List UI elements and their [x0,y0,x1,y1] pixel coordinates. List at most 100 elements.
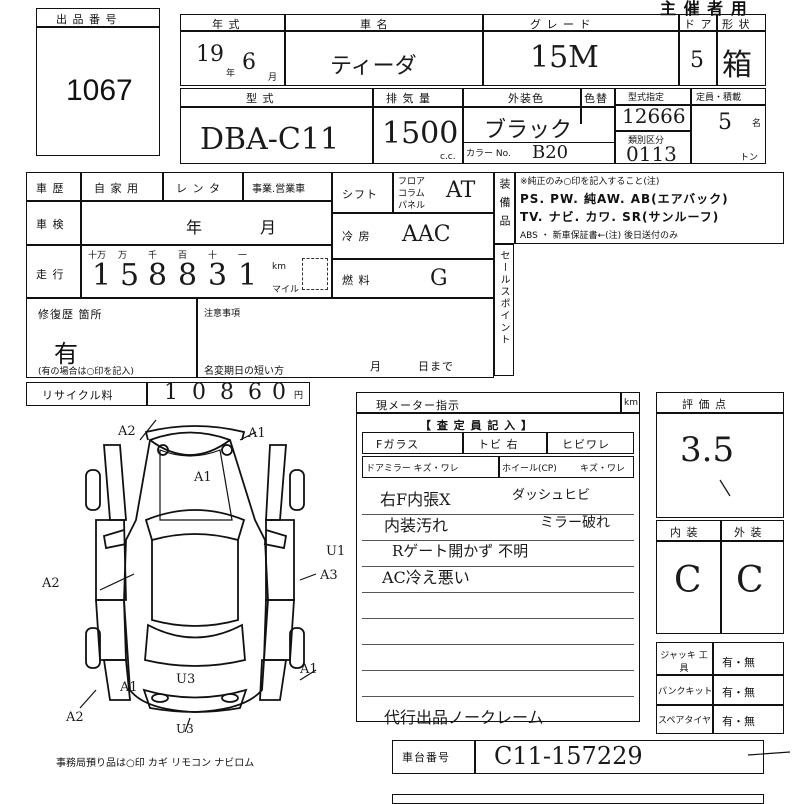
shape-value: 箱 [722,48,752,83]
diagram-caption: 事務局預り品は○印 カギ リモコン ナビロム [56,758,255,769]
chassis-block [392,740,764,774]
inspector-block [356,392,640,722]
lot-number: 1067 [66,74,133,107]
cc-unit: c.c. [440,152,456,162]
notes-day: 日まで [418,360,454,373]
recycle-digit: 6 [248,380,262,405]
accessory-label: スペアタイヤ [658,716,712,726]
color-value: ブラック [484,118,573,143]
capacity-value: 5 [718,110,732,135]
top-right-label: 主 催 者 用 [660,0,748,18]
lot-box [36,8,160,156]
fglass-mark: トビ 右 [478,438,519,451]
history-block [26,172,332,298]
accessory-label: ジャッキ 工具 [660,651,708,674]
damage-mark: A2 [66,710,84,725]
inspector-note: 内装汚れ [384,516,449,535]
grade-value: 15M [530,40,599,75]
digit-label: 百 [178,251,188,261]
color-change-label: 色替 [584,92,608,105]
damage-mark: A1 [120,680,138,695]
inspector-row1 [362,432,634,454]
fuel-value: G [430,266,448,291]
sales-point-label: セールスポイント [498,250,509,346]
inspection-year-unit: 年 [186,218,204,237]
specs-block [332,172,494,298]
history-opt-rental: レ ン タ [176,182,221,195]
inspector-note: ダッシュヒビ [512,488,591,503]
equipment-block [494,172,784,244]
mirror-label: ドアミラー キズ・ワレ [366,464,459,474]
accessory-label: パンクキット [658,687,713,697]
score-value: 3.5 [680,430,735,470]
equipment-line4: ABS ・ 新車保証書←(注) 後日送付のみ [520,231,679,241]
mileage-digit: 8 [148,258,168,293]
inspector-note: AC冷え悪い [382,568,470,587]
repair-note: (有の場合は○印を記入) [38,367,134,377]
year-value: 19 [196,42,224,67]
digit-label: 千 [148,251,158,261]
shift-label: シフト [342,188,378,201]
notes-month: 月 [370,360,382,373]
year-label: 年 式 [212,18,241,31]
color-no-value: B20 [532,142,569,163]
model-label: 型 式 [246,92,275,105]
recycle-label: リサイクル料 [42,389,114,402]
shift-value: AT [446,178,476,203]
mile-label: マイル [272,285,300,295]
repair-block [26,298,494,378]
category-value: 0113 [626,142,677,166]
fglass-label: Fガラス [376,438,420,451]
damage-mark: A2 [118,424,136,439]
recycle-digits: 1 0 8 6 0 [148,380,288,406]
mileage-digit: 8 [178,258,198,293]
person-unit: 名 [752,119,762,129]
aircon-label: 冷 房 [342,230,371,243]
displacement-label: 排 気 量 [386,92,431,105]
damage-mark: U1 [326,544,346,559]
history-label: 車 歴 [36,182,65,195]
exterior-value: C [736,560,764,601]
recycle-digit: 0 [272,380,286,405]
sales-point-box [494,244,514,376]
mileage-digit: 1 [92,258,112,293]
exterior-color-label: 外装色 [508,92,544,105]
recycle-digit: 0 [192,380,206,405]
digit-label: 十万 [88,251,107,261]
equipment-line2: PS. PW. 純AW. AB(エアバック) [520,192,729,206]
fglass-crack: ヒビワレ [562,438,610,451]
accessory-value: 有・無 [722,715,755,728]
damage-mark: A1 [248,426,266,441]
accessories-block [656,642,784,734]
model-value: DBA-C11 [200,122,340,157]
shift-opt-column: コラム [398,189,425,199]
aircon-value: AAC [402,222,451,247]
grade-label: グ レ ー ド [530,18,592,31]
inspection-month-unit: 月 [260,218,278,237]
month-unit: 月 [268,73,278,83]
month-value: 6 [242,50,256,75]
ton-unit: トン [740,153,759,163]
repair-label: 修復歴 箇所 [38,308,103,321]
mile-checkbox[interactable] [302,258,328,290]
digit-label: 万 [118,251,128,261]
notes-label: 注意事項 [204,309,241,319]
damage-mark: A2 [42,576,60,591]
chassis-value: C11-157229 [494,742,643,770]
inspector-footer: 代行出品ノークレーム [384,708,544,727]
inspector-note: ミラー破れ [540,515,610,531]
shape-label: 形 状 [722,18,751,31]
history-opt-private: 自 家 用 [94,182,139,195]
mileage-digit: 1 [238,258,258,293]
wheel-damage: キズ・ワレ [580,464,626,474]
colorno-label: カラー No. [466,149,511,159]
shift-opt-panel: パネル [398,201,426,211]
inspector-note: Rゲート開かず 不明 [392,542,529,560]
mileage-digit: 5 [120,258,140,293]
score-label: 評 価 点 [682,398,727,411]
fuel-label: 燃 料 [342,274,371,287]
recycle-block [26,382,310,406]
type-designation-label: 型式指定 [628,93,665,103]
accessory-value: 有・無 [722,656,755,669]
equipment-label: 装 備 品 [498,178,511,228]
